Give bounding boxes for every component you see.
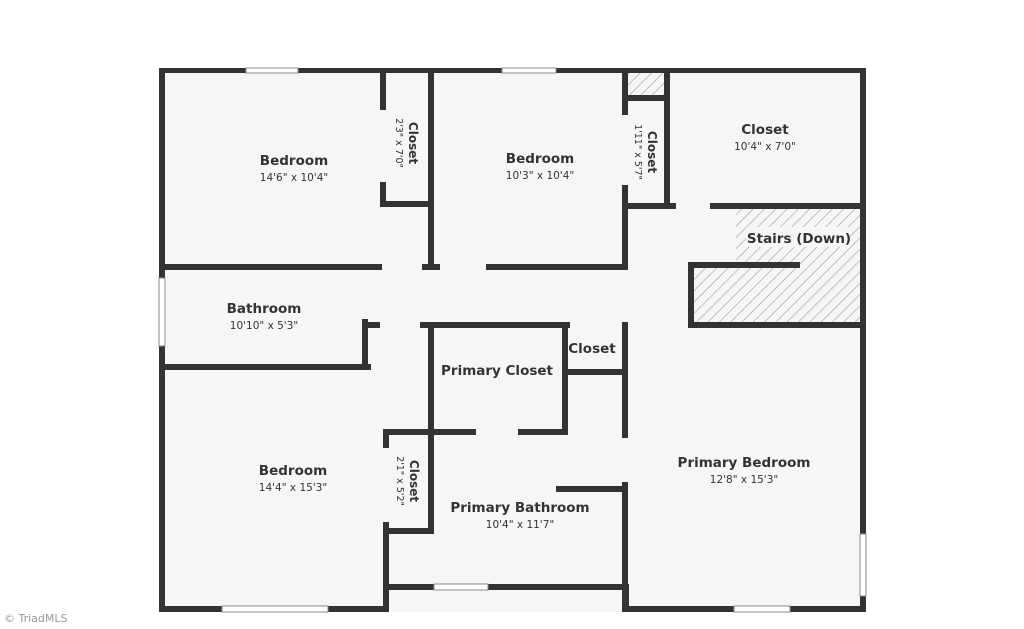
room-dims: 10'3" x 10'4" [506, 170, 574, 182]
room-name: Primary Bathroom [450, 500, 589, 516]
room-name: Bedroom [259, 463, 327, 479]
floor-area [160, 69, 865, 612]
room-name: Closet [645, 131, 659, 173]
windows [158, 67, 867, 613]
room-dims: 14'4" x 15'3" [259, 482, 327, 494]
room-name: Closet [407, 460, 421, 502]
room-name: Closet [741, 122, 789, 138]
room-dims: 10'10" x 5'3" [230, 320, 298, 332]
room-dims: 14'6" x 10'4" [260, 172, 328, 184]
chute-hatch [628, 73, 664, 95]
closet-hall: Closet [568, 341, 616, 357]
room-dims: 10'4" x 11'7" [486, 519, 554, 531]
primary-closet: Primary Closet [441, 363, 554, 379]
bedroom-nw: Bedroom 14'6" x 10'4" [260, 153, 328, 184]
primary-bedroom: Primary Bedroom 12'8" x 15'3" [678, 455, 811, 486]
room-name: Stairs (Down) [747, 231, 851, 247]
room-name: Bedroom [506, 151, 574, 167]
room-name: Closet [568, 341, 616, 357]
room-dims: 2'3" x 7'0" [393, 118, 404, 168]
stairs-label-bg [746, 227, 850, 247]
bathroom: Bathroom 10'10" x 5'3" [227, 301, 302, 332]
closet-ne: Closet 10'4" x 7'0" [734, 122, 796, 153]
door-openings [362, 110, 710, 522]
closet-sw: Closet 2'1" x 5'2" [394, 456, 421, 506]
room-name: Primary Closet [441, 363, 554, 379]
closet-n: Closet 1'11" x 5'7" [632, 124, 659, 180]
bedroom-n: Bedroom 10'3" x 10'4" [506, 151, 574, 182]
room-name: Bathroom [227, 301, 302, 317]
watermark: © TriadMLS [4, 612, 68, 625]
stairs: Stairs (Down) [746, 227, 851, 247]
room-dims: 10'4" x 7'0" [734, 141, 796, 153]
room-name: Closet [406, 122, 420, 164]
room-dims: 2'1" x 5'2" [394, 456, 405, 506]
stairs-hatch-lower [692, 266, 738, 322]
closet-nw: Closet 2'3" x 7'0" [393, 118, 420, 168]
room-name: Bedroom [260, 153, 328, 169]
room-name: Primary Bedroom [678, 455, 811, 471]
room-dims: 12'8" x 15'3" [710, 474, 778, 486]
bedroom-sw: Bedroom 14'4" x 15'3" [259, 463, 327, 494]
room-dims: 1'11" x 5'7" [632, 124, 643, 180]
primary-bathroom: Primary Bathroom 10'4" x 11'7" [450, 500, 589, 531]
